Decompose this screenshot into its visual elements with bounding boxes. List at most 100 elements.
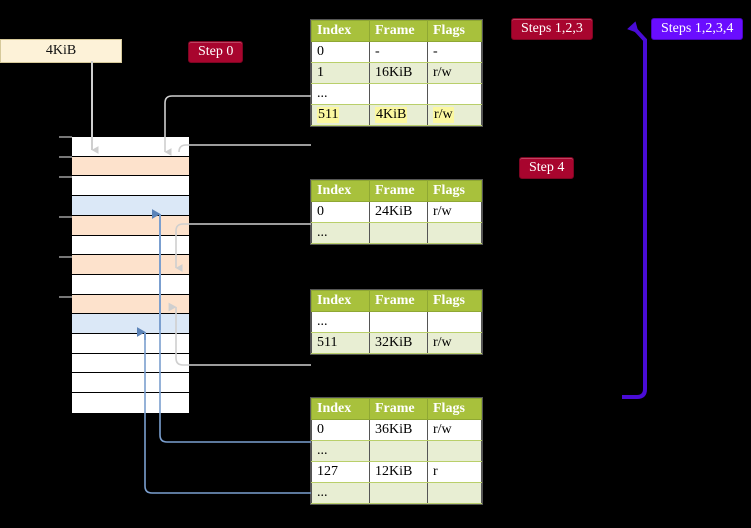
column-header-frame: Frame — [369, 290, 428, 312]
badge-step-4-label: Step 4 — [529, 160, 565, 175]
cell-index: ... — [311, 440, 370, 462]
column-header-flags: Flags — [427, 180, 482, 202]
physical-memory-column — [71, 136, 190, 414]
badge-step-0-label: Step 0 — [198, 44, 234, 59]
cell-flags: r — [427, 461, 482, 483]
column-header-flags: Flags — [427, 20, 482, 42]
cell-index: 127 — [311, 461, 370, 483]
cell-flags: r/w — [427, 332, 482, 354]
memory-frame-row — [72, 393, 189, 413]
column-header-index: Index — [311, 290, 370, 312]
wire-steps-1234-loop — [622, 21, 647, 399]
memory-tick — [59, 216, 72, 218]
badge-steps-123: Steps 1,2,3 — [511, 18, 593, 40]
cell-frame — [369, 440, 428, 462]
wire-pdpt-entry0 — [175, 223, 311, 272]
cell-frame: - — [369, 41, 428, 63]
badge-steps-1234-label: Steps 1,2,3,4 — [661, 21, 734, 36]
badge-steps-123-label: Steps 1,2,3 — [521, 21, 583, 36]
cell-frame — [369, 482, 428, 504]
memory-frame-row — [72, 314, 189, 335]
column-header-frame: Frame — [369, 20, 428, 42]
table-row[interactable]: ... — [311, 83, 482, 105]
cell-flags: r/w — [427, 104, 482, 126]
table-row[interactable]: ... — [311, 222, 482, 244]
cell-frame — [369, 311, 428, 333]
cell-flags — [427, 482, 482, 504]
cell-frame — [369, 222, 428, 244]
memory-size-label: 4KiB — [0, 39, 122, 63]
memory-size-text: 4KiB — [45, 43, 77, 58]
cell-index: ... — [311, 482, 370, 504]
cell-index: 0 — [311, 41, 370, 63]
memory-tick — [59, 296, 72, 298]
cell-frame: 32KiB — [369, 332, 428, 354]
memory-frame-row — [72, 255, 189, 275]
memory-tick — [59, 156, 72, 158]
cell-flags — [427, 83, 482, 105]
cell-frame: 24KiB — [369, 201, 428, 223]
table-row[interactable]: ... — [311, 482, 482, 504]
memory-frame-row — [72, 156, 189, 177]
column-header-flags: Flags — [427, 398, 482, 420]
wire-pml4-entry511 — [178, 144, 311, 153]
badge-step-0: Step 0 — [188, 41, 244, 63]
cell-index: 0 — [311, 419, 370, 441]
cell-index: ... — [311, 222, 370, 244]
memory-frame-row — [72, 235, 189, 256]
cell-frame: 4KiB — [369, 104, 428, 126]
table-row[interactable]: ... — [311, 311, 482, 333]
badge-step-4: Step 4 — [519, 157, 575, 179]
cell-index: 0 — [311, 201, 370, 223]
badge-steps-1234: Steps 1,2,3,4 — [651, 18, 744, 40]
cell-flags — [427, 222, 482, 244]
column-header-index: Index — [311, 180, 370, 202]
cell-index: 1 — [311, 62, 370, 84]
memory-frame-row — [72, 353, 189, 374]
column-header-frame: Frame — [369, 180, 428, 202]
cell-flags — [427, 311, 482, 333]
memory-frame-row — [72, 176, 189, 197]
column-header-flags: Flags — [427, 290, 482, 312]
memory-frame-row — [72, 334, 189, 354]
memory-tick — [59, 176, 72, 178]
memory-tick — [59, 136, 72, 138]
column-header-index: Index — [311, 398, 370, 420]
memory-frame-row — [72, 373, 189, 394]
memory-frame-row — [72, 274, 189, 295]
memory-frame-row — [72, 137, 189, 157]
table-row[interactable]: 0-- — [311, 41, 482, 63]
cell-index: ... — [311, 83, 370, 105]
memory-tick — [59, 256, 72, 258]
memory-frame-row — [72, 196, 189, 216]
cell-index: ... — [311, 311, 370, 333]
cell-frame — [369, 83, 428, 105]
cell-index: 511 — [311, 332, 370, 354]
column-header-index: Index — [311, 20, 370, 42]
table-row[interactable]: ... — [311, 440, 482, 462]
cell-flags — [427, 440, 482, 462]
wire-pd-entry511 — [168, 302, 311, 366]
cell-frame: 12KiB — [369, 461, 428, 483]
cell-frame: 36KiB — [369, 419, 428, 441]
cell-flags: - — [427, 41, 482, 63]
column-header-frame: Frame — [369, 398, 428, 420]
cell-flags: r/w — [427, 62, 482, 84]
memory-frame-row — [72, 215, 189, 236]
memory-frame-row — [72, 294, 189, 315]
